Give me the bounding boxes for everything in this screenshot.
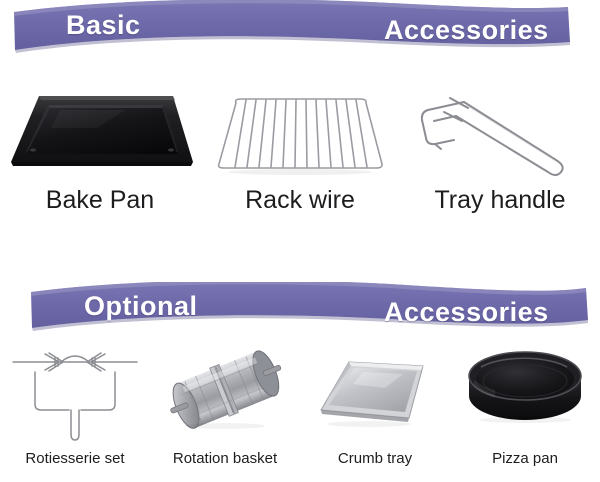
crumb-tray-art <box>300 340 450 446</box>
accessory-label-bake-pan: Bake Pan <box>45 186 155 214</box>
tray-handle-image <box>420 97 564 176</box>
basic-accessories-row: Bake Pan <box>0 88 600 218</box>
rack-wire-art <box>200 88 400 184</box>
rotisserie-set-art <box>0 340 150 446</box>
bake-pan-art <box>0 88 200 184</box>
accessory-label-rack-wire: Rack wire <box>245 186 355 214</box>
tray-handle-art <box>400 88 600 184</box>
accessory-label-rotisserie-set: Rotiesserie set <box>25 450 125 467</box>
banner-optional-ribbon-shape <box>31 282 588 331</box>
accessory-label-pizza-pan: Pizza pan <box>492 450 558 467</box>
accessory-item-bake-pan: Bake Pan <box>0 88 200 218</box>
banner-basic-ribbon-shape <box>14 0 570 53</box>
banner-basic-title-right: Accessories <box>384 15 549 45</box>
accessory-label-rotation-basket: Rotation basket <box>172 450 278 467</box>
accessory-label-tray-handle: Tray handle <box>434 186 566 214</box>
banner-basic: Basic Accessories <box>0 0 600 62</box>
banner-optional: Optional Accessories <box>0 282 600 344</box>
rack-wire-image <box>217 98 383 175</box>
accessory-item-rotation-basket: Rotation basket <box>150 340 300 482</box>
accessory-item-pizza-pan: Pizza pan <box>450 340 600 482</box>
pizza-pan-art <box>450 340 600 446</box>
accessory-item-rack-wire: Rack wire <box>200 88 400 218</box>
banner-basic-title-left: Basic <box>66 10 141 40</box>
crumb-tray-image <box>320 361 424 427</box>
accessory-item-crumb-tray: Crumb tray <box>300 340 450 482</box>
bake-pan-image <box>11 96 193 166</box>
rotation-basket-image <box>170 350 282 429</box>
rotisserie-set-image <box>12 352 138 441</box>
rotation-basket-art <box>150 340 300 446</box>
accessory-item-tray-handle: Tray handle <box>400 88 600 218</box>
accessory-item-rotisserie-set: Rotiesserie set <box>0 340 150 482</box>
accessory-label-crumb-tray: Crumb tray <box>337 450 413 467</box>
banner-optional-title-left: Optional <box>84 291 198 321</box>
banner-optional-title-right: Accessories <box>384 297 549 327</box>
pizza-pan-image <box>468 351 582 423</box>
optional-accessories-row: Rotiesserie set <box>0 340 600 482</box>
